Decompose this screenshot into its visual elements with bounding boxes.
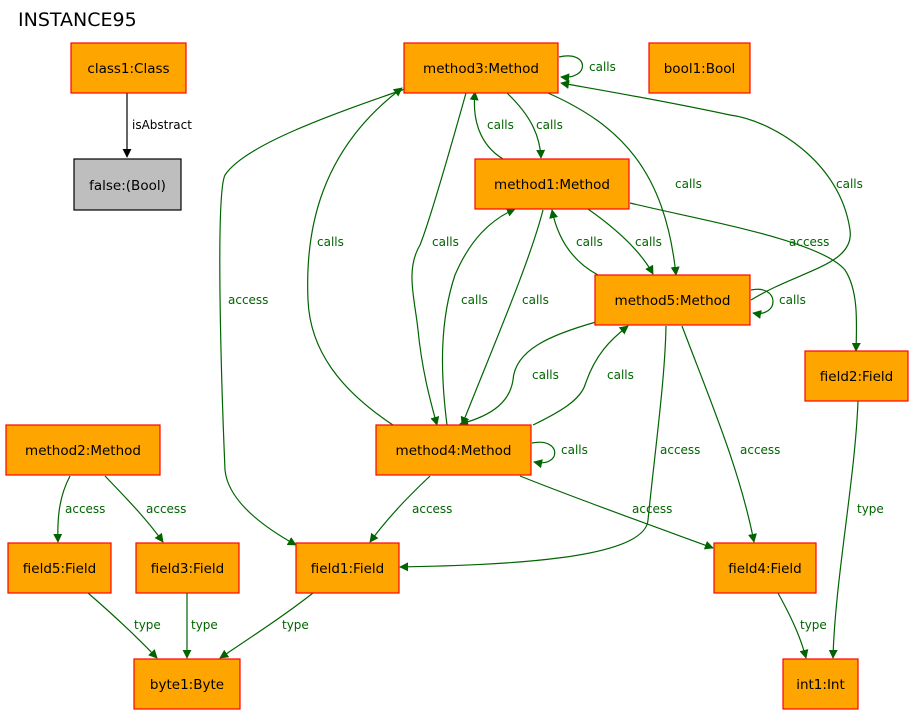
edges: isAbstract calls calls calls calls calls — [53, 55, 884, 659]
node-byte1[interactable]: byte1:Byte — [133, 658, 241, 710]
edge-method5-method3: calls — [560, 80, 863, 301]
node-label: field1:Field — [311, 561, 384, 577]
edge-method3-field1: access — [219, 88, 406, 546]
edge-label: calls — [779, 293, 806, 307]
edge-method3-method1: calls — [506, 92, 563, 159]
edge-method5-method1: calls — [549, 209, 603, 276]
edge-field3-byte1: type — [182, 593, 218, 659]
node-label: field3:Field — [151, 561, 224, 577]
edge-method5-field4: access — [681, 325, 780, 543]
node-label: method1:Method — [494, 177, 610, 193]
edge-label: type — [800, 618, 827, 632]
edge-label: access — [228, 293, 268, 307]
edge-method4-field1: access — [369, 475, 452, 543]
edge-label: calls — [461, 293, 488, 307]
edge-method1-method4: calls — [460, 209, 549, 426]
edge-method3-method3: calls — [558, 55, 616, 83]
edge-method3-method4: calls — [411, 92, 467, 426]
edge-method5-method4: calls — [459, 321, 597, 427]
edge-label: calls — [532, 368, 559, 382]
edge-class1-false: isAbstract — [122, 93, 192, 158]
node-field2[interactable]: field2:Field — [804, 350, 909, 402]
edge-method1-method5: calls — [587, 208, 662, 275]
node-label: bool1:Bool — [664, 61, 736, 77]
edge-label: isAbstract — [132, 118, 192, 132]
edge-label: access — [412, 502, 452, 516]
edge-label: calls — [432, 235, 459, 249]
node-label: method4:Method — [396, 443, 512, 459]
edge-field4-int1: type — [777, 592, 827, 659]
edge-label: type — [134, 618, 161, 632]
edge-label: calls — [607, 368, 634, 382]
node-label: class1:Class — [87, 61, 169, 77]
node-int1[interactable]: int1:Int — [782, 658, 859, 710]
edge-field1-byte1: type — [219, 592, 314, 659]
edge-label: access — [146, 502, 186, 516]
edge-label: access — [632, 502, 672, 516]
node-method5[interactable]: method5:Method — [594, 274, 751, 326]
edge-field5-byte1: type — [87, 592, 161, 659]
edge-label: calls — [522, 293, 549, 307]
node-label: field5:Field — [23, 561, 96, 577]
node-method1[interactable]: method1:Method — [474, 158, 630, 210]
node-label: method3:Method — [423, 61, 539, 77]
node-method4[interactable]: method4:Method — [375, 424, 532, 476]
node-bool1[interactable]: bool1:Bool — [648, 42, 751, 94]
edge-label: calls — [317, 235, 344, 249]
edge-label: calls — [576, 235, 603, 249]
node-label: false:(Bool) — [89, 178, 166, 194]
edge-method4-method1: calls — [441, 208, 516, 426]
edge-label: calls — [635, 235, 662, 249]
edge-label: type — [282, 618, 309, 632]
node-field5[interactable]: field5:Field — [7, 542, 112, 594]
node-class1[interactable]: class1:Class — [70, 42, 187, 94]
edge-label: access — [789, 235, 829, 249]
edge-label: type — [191, 618, 218, 632]
edge-method5-method5: calls — [750, 288, 806, 319]
edge-method2-field5: access — [53, 475, 105, 543]
node-false[interactable]: false:(Bool) — [73, 158, 182, 211]
node-field3[interactable]: field3:Field — [135, 542, 240, 594]
edge-label: access — [65, 502, 105, 516]
node-field1[interactable]: field1:Field — [295, 542, 400, 594]
edge-label: calls — [536, 118, 563, 132]
edge-method4-method4: calls — [531, 441, 588, 469]
edge-label: calls — [561, 443, 588, 457]
edge-label: type — [857, 502, 884, 516]
edge-method3-method5: calls — [547, 92, 702, 276]
edge-method2-field3: access — [104, 475, 186, 543]
edge-method1-field2: access — [629, 202, 861, 352]
node-method2[interactable]: method2:Method — [5, 424, 161, 476]
edge-method1-method3: calls — [469, 91, 514, 160]
diagram-title: INSTANCE95 — [18, 9, 137, 31]
node-label: byte1:Byte — [150, 677, 224, 693]
node-label: method5:Method — [615, 293, 731, 309]
node-label: int1:Int — [796, 677, 845, 693]
node-method3[interactable]: method3:Method — [403, 42, 559, 94]
edge-label: calls — [589, 60, 616, 74]
edge-field2-int1: type — [828, 400, 884, 659]
edge-method4-method3: calls — [307, 87, 403, 426]
node-label: field2:Field — [820, 369, 893, 385]
edge-method4-field4: access — [519, 475, 714, 550]
edge-label: access — [740, 443, 780, 457]
node-label: method2:Method — [25, 443, 141, 459]
edge-label: calls — [675, 177, 702, 191]
node-field4[interactable]: field4:Field — [713, 542, 817, 594]
edge-label: access — [660, 443, 700, 457]
edge-label: calls — [487, 118, 514, 132]
edge-method4-method5: calls — [532, 325, 634, 426]
node-label: field4:Field — [728, 561, 801, 577]
edge-label: calls — [836, 177, 863, 191]
nodes: class1:Class false:(Bool) method3:Method… — [5, 42, 909, 710]
